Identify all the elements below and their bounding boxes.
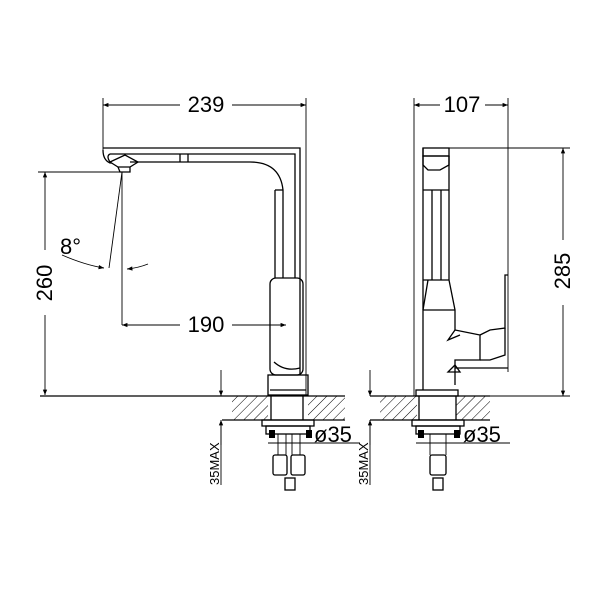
side-max-thickness-label: 35MAX	[356, 442, 371, 485]
max-thickness-label: 35MAX	[207, 442, 222, 485]
side-faucet-body	[415, 147, 508, 397]
dimension-35max: 35MAX	[207, 370, 224, 485]
spray-angle: 8°	[60, 171, 149, 325]
mounting-fittings	[261, 419, 315, 491]
side-height-label: 285	[550, 253, 575, 290]
width-label: 239	[188, 92, 225, 117]
dimension-285: 285	[448, 147, 575, 397]
front-view: 239 8°	[32, 92, 360, 491]
depth-label: 107	[444, 92, 481, 117]
side-countertop	[370, 395, 490, 421]
dimension-107: 107	[413, 92, 509, 396]
side-dimension-hole-diameter: ø35	[460, 422, 510, 447]
height-label: 260	[32, 265, 57, 302]
dimension-190: 190	[122, 312, 286, 337]
side-view: 107 285	[356, 92, 575, 491]
dimension-239: 239	[102, 92, 307, 395]
hole-label: ø35	[314, 422, 352, 447]
side-mounting-fittings	[411, 419, 465, 491]
side-hole-label: ø35	[463, 422, 501, 447]
dimension-hole-diameter: ø35	[312, 422, 360, 447]
angle-label: 8°	[60, 234, 81, 259]
faucet-body	[267, 277, 309, 396]
dimension-260: 260	[32, 171, 122, 395]
countertop	[40, 395, 345, 421]
side-dimension-35max: 35MAX	[356, 370, 373, 485]
spout	[102, 147, 301, 375]
reach-label: 190	[188, 312, 225, 337]
